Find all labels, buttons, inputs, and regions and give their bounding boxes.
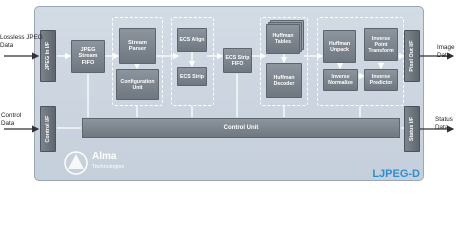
group-ecs <box>171 17 214 106</box>
control-interface <box>40 106 56 152</box>
control-interface-label: Control I/F <box>45 115 51 143</box>
huffman-tables-block: Huffman Tables <box>266 24 300 54</box>
connection-lines <box>4 52 455 133</box>
inverse-predictor-block: Inverse Predictor <box>364 69 398 91</box>
lossless-jpeg-data-label: Lossless JPEG Data <box>0 34 43 49</box>
group-inverse <box>317 17 404 106</box>
alma-logo-name: Alma <box>92 151 117 162</box>
alma-logo-icon <box>64 151 88 175</box>
group-parser <box>112 17 163 106</box>
pixel-out-interface <box>404 30 420 82</box>
status-interface <box>404 106 420 152</box>
control-unit-block: Control Unit <box>82 118 400 138</box>
status-interface-label: Status I/F <box>409 116 415 142</box>
image-data-label: Image Data <box>437 44 455 59</box>
alma-logo-sub: Technologies <box>92 164 125 170</box>
ecs-strip-fifo-block: ECS Strip FIFO <box>223 48 252 73</box>
stream-parser-block: Stream Parser <box>119 28 156 64</box>
ecs-strip-block: ECS Strip <box>177 67 207 86</box>
configuration-unit-block: Configuration Unit <box>116 69 159 100</box>
pixel-out-interface-label: Pixel Out I/F <box>409 40 415 72</box>
alma-logo: Alma Technologies <box>62 149 132 179</box>
ecs-align-block: ECS Align <box>177 28 207 52</box>
jpeg-stream-fifo-block: JPEG Stream FIFO <box>71 40 105 73</box>
huffman-unpack-block: Huffman Unpack <box>323 30 356 63</box>
jpeg-in-interface-label: JPEG In I/F <box>45 41 51 71</box>
group-huffman <box>260 17 308 106</box>
core-title: LJPEG-D <box>372 168 420 180</box>
jpeg-in-interface <box>40 30 56 82</box>
huffman-decoder-block: Huffman Decoder <box>266 63 302 98</box>
inverse-point-transform-block: Inverse Point Transform <box>364 28 398 61</box>
status-data-label: Status Data <box>435 116 453 131</box>
inverse-normalize-block: Inverse Normalize <box>323 69 358 91</box>
control-data-label: Control Data <box>1 112 22 127</box>
ljpeg-d-core-boundary <box>34 6 424 181</box>
